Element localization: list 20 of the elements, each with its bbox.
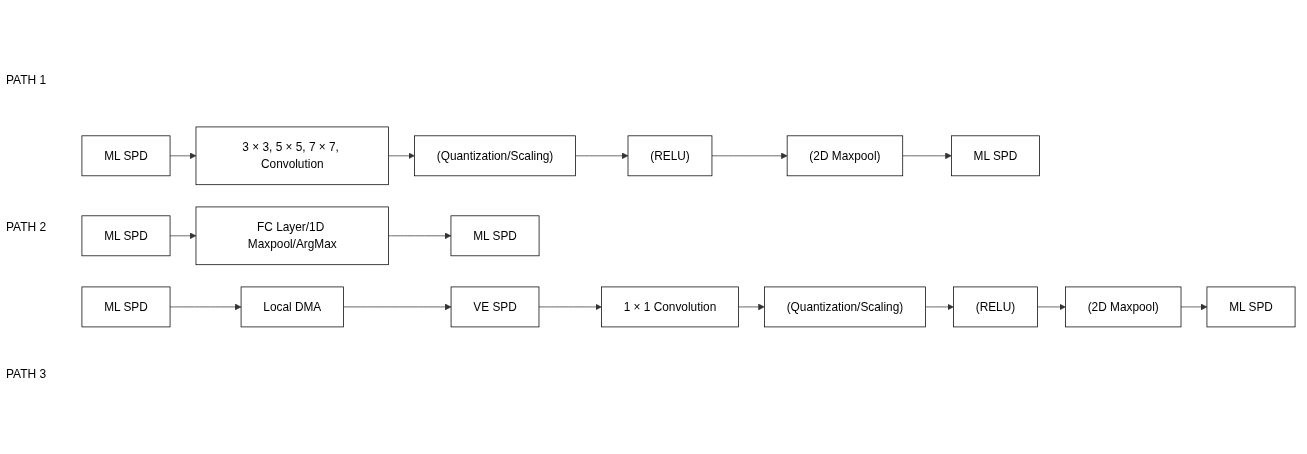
node-box: FC Layer/1D Maxpool/ArgMax — [195, 206, 389, 266]
node-box: (2D Maxpool) — [1065, 286, 1182, 328]
node-box: VE SPD — [450, 286, 540, 328]
node-box: (Quantization/Scaling) — [414, 135, 576, 177]
node-box: (RELU) — [627, 135, 713, 177]
node-box: 3 × 3, 5 × 5, 7 × 7, Convolution — [195, 126, 389, 186]
node-box: ML SPD — [81, 135, 171, 177]
node-box: 1 × 1 Convolution — [601, 286, 739, 328]
node-box: Local DMA — [240, 286, 344, 328]
path-label: PATH 3 — [6, 367, 48, 382]
node-box: ML SPD — [951, 135, 1040, 177]
node-box: ML SPD — [81, 215, 171, 257]
path-label: PATH 2 — [6, 220, 48, 234]
node-box: ML SPD — [1206, 286, 1296, 328]
node-box: ML SPD — [450, 215, 540, 257]
node-box: (RELU) — [953, 286, 1038, 328]
node-box: (Quantization/Scaling) — [764, 286, 926, 328]
node-box: (2D Maxpool) — [786, 135, 904, 177]
path-label: PATH 1 — [6, 72, 48, 87]
node-box: ML SPD — [81, 286, 171, 328]
